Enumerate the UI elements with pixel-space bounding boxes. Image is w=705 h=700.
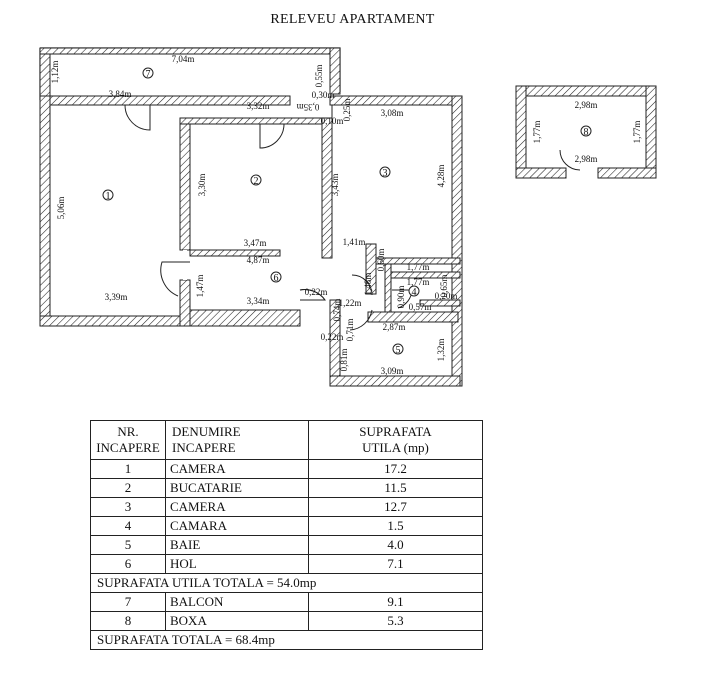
dim-r3-a: 0,35m — [297, 102, 320, 112]
dim-balcony-depth: 1,12m — [50, 61, 60, 84]
dim-r2-right: 3,43m — [330, 174, 340, 197]
row-name: CAMERA — [165, 497, 309, 517]
subtotal-row: SUPRAFATA UTILA TOTALA = 54.0mp — [90, 573, 483, 593]
row-num: 4 — [90, 516, 166, 536]
dim-r1-bottom: 3,39m — [105, 292, 128, 302]
row-name: CAMARA — [165, 516, 309, 536]
row-num: 7 — [90, 592, 166, 612]
row-area: 4.0 — [308, 535, 483, 555]
dim-bath-a: 0,22m — [321, 332, 344, 342]
room-number-7: 7 — [146, 69, 151, 80]
dim-hall-c: 0,22m — [305, 287, 328, 297]
room-number-1: 1 — [106, 191, 111, 202]
row-name: HOL — [165, 554, 309, 574]
door-swings — [124, 104, 581, 331]
dim-balcony-length: 7,04m — [172, 54, 195, 64]
row-name: BUCATARIE — [165, 478, 309, 498]
dim-pantry-w: 0,57m — [409, 302, 432, 312]
table-row: 6 HOL 7.1 — [90, 554, 483, 574]
dim-bath-right: 1,32m — [436, 339, 446, 362]
dim-r3-d: 0,30m — [312, 90, 335, 100]
total-text: SUPRAFATA TOTALA = 68.4mp — [90, 630, 483, 650]
dim-hall-bottom: 3,34m — [247, 296, 270, 306]
table-row: 1 CAMERA 17.2 — [90, 459, 483, 479]
dim-pantry-top: 1,77m — [407, 262, 430, 272]
dim-hall-a: 1,41m — [343, 237, 366, 247]
table-row: 3 CAMERA 12.7 — [90, 497, 483, 517]
dim-bath-top: 2,87m — [383, 322, 406, 332]
dim-hall-left: 1,47m — [195, 275, 205, 298]
dim-pantry-inner: 1,77m — [407, 277, 430, 287]
table-row: 5 BAIE 4.0 — [90, 535, 483, 555]
table-row: 8 BOXA 5.3 — [90, 611, 483, 631]
dim-r1-top: 3,84m — [109, 89, 132, 99]
dim-pantry-h: 0,90m — [396, 286, 406, 309]
row-num: 3 — [90, 497, 166, 517]
subtotal-text: SUPRAFATA UTILA TOTALA = 54.0mp — [90, 573, 483, 593]
floor-plan: 7 1 2 3 6 4 5 8 7,04m 1,12m 0,55m 3,84m … — [39, 47, 657, 387]
table-row: 2 BUCATARIE 11.5 — [90, 478, 483, 498]
dim-r2-left: 3,30m — [197, 174, 207, 197]
dim-r2-top: 3,32m — [247, 101, 270, 111]
table-row: 7 BALCON 9.1 — [90, 592, 483, 612]
row-area: 9.1 — [308, 592, 483, 612]
row-area: 5.3 — [308, 611, 483, 631]
dim-r1-height: 5,06m — [56, 197, 66, 220]
dim-bath-b: 0,74m — [332, 299, 342, 322]
row-area: 17.2 — [308, 459, 483, 479]
row-num: 8 — [90, 611, 166, 631]
dim-box-right: 1,77m — [632, 121, 642, 144]
header-nr: NR.INCAPERE — [90, 420, 166, 460]
room-number-6: 6 — [274, 273, 279, 284]
total-row: SUPRAFATA TOTALA = 68.4mp — [90, 630, 483, 650]
dim-box-bottom: 2,98m — [575, 154, 598, 164]
row-name: BOXA — [165, 611, 309, 631]
room-number-5: 5 — [396, 345, 401, 356]
dim-r3-top: 3,08m — [381, 108, 404, 118]
room-number-3: 3 — [383, 168, 388, 179]
dim-r2-bottom: 3,47m — [244, 238, 267, 248]
row-num: 5 — [90, 535, 166, 555]
row-name: BAIE — [165, 535, 309, 555]
dim-hall-d: 1,22m — [339, 298, 362, 308]
dim-r3-right: 4,28m — [436, 165, 446, 188]
dim-hall-b: 1,48m — [363, 273, 373, 296]
dim-pantry-r: 0,20m — [435, 291, 458, 301]
dim-box-top: 2,98m — [575, 100, 598, 110]
row-area: 12.7 — [308, 497, 483, 517]
dim-bath-bottom: 3,09m — [381, 366, 404, 376]
row-name: BALCON — [165, 592, 309, 612]
dim-hall-e: 0,60m — [376, 249, 386, 272]
room-number-4: 4 — [412, 287, 417, 298]
row-area: 11.5 — [308, 478, 483, 498]
dim-r3-c: 0,25m — [342, 99, 352, 122]
dim-hall-top: 4,87m — [247, 255, 270, 265]
row-area: 7.1 — [308, 554, 483, 574]
storage-box-outline — [515, 85, 657, 179]
row-area: 1.5 — [308, 516, 483, 536]
dim-pantry-s: 0,65m — [439, 275, 449, 298]
dim-bath-left: 0,81m — [339, 349, 349, 372]
dim-r3-b: 0,10m — [321, 116, 344, 126]
room-number-8: 8 — [584, 127, 589, 138]
table-row: 4 CAMARA 1.5 — [90, 516, 483, 536]
dim-box-left: 1,77m — [532, 121, 542, 144]
plan-title: RELEVEU APARTAMENT — [270, 12, 435, 27]
row-num: 2 — [90, 478, 166, 498]
row-num: 6 — [90, 554, 166, 574]
dim-bath-c: 0,71m — [345, 319, 355, 342]
row-name: CAMERA — [165, 459, 309, 479]
room-number-2: 2 — [254, 176, 259, 187]
dim-balcony-side: 0,55m — [314, 65, 324, 88]
apartment-walls — [39, 95, 463, 387]
row-num: 1 — [90, 459, 166, 479]
